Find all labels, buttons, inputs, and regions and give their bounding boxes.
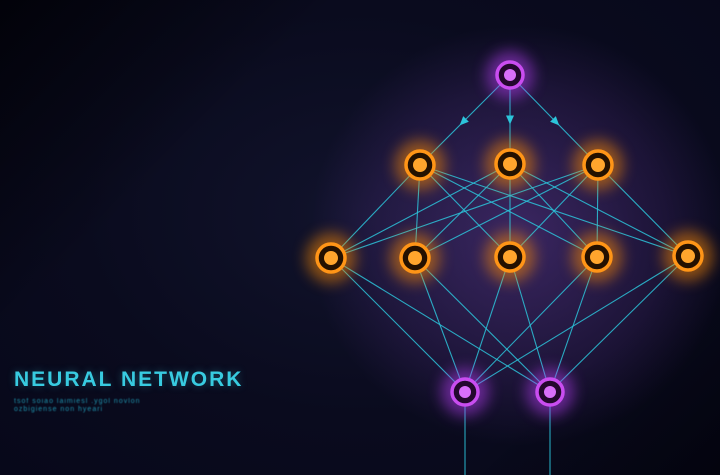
node-ina — [441, 368, 489, 416]
node-h2e — [663, 231, 713, 281]
page-title: NEURAL NETWORK — [14, 368, 244, 391]
subtitle-text: tsof soiao laimiesl .ygol novlon ozbigie… — [14, 398, 243, 414]
node-h2d — [572, 232, 622, 282]
node-h1b — [485, 139, 535, 189]
node-h2a — [306, 233, 356, 283]
subtitle-line-1: tsof soiao laimiesl .ygol novlon — [14, 398, 141, 405]
subtitle-line-2: ozbigiense non hyeari — [14, 406, 104, 413]
node-h2c — [485, 232, 535, 282]
node-h1c — [573, 140, 623, 190]
network-nodes — [306, 51, 713, 416]
edge-arrowheads — [459, 115, 560, 126]
node-out — [486, 51, 534, 99]
node-h1a — [395, 140, 445, 190]
node-h2b — [390, 233, 440, 283]
node-inb — [526, 368, 574, 416]
caption-block: NEURAL NETWORK tsof soiao laimiesl .ygol… — [14, 368, 243, 414]
